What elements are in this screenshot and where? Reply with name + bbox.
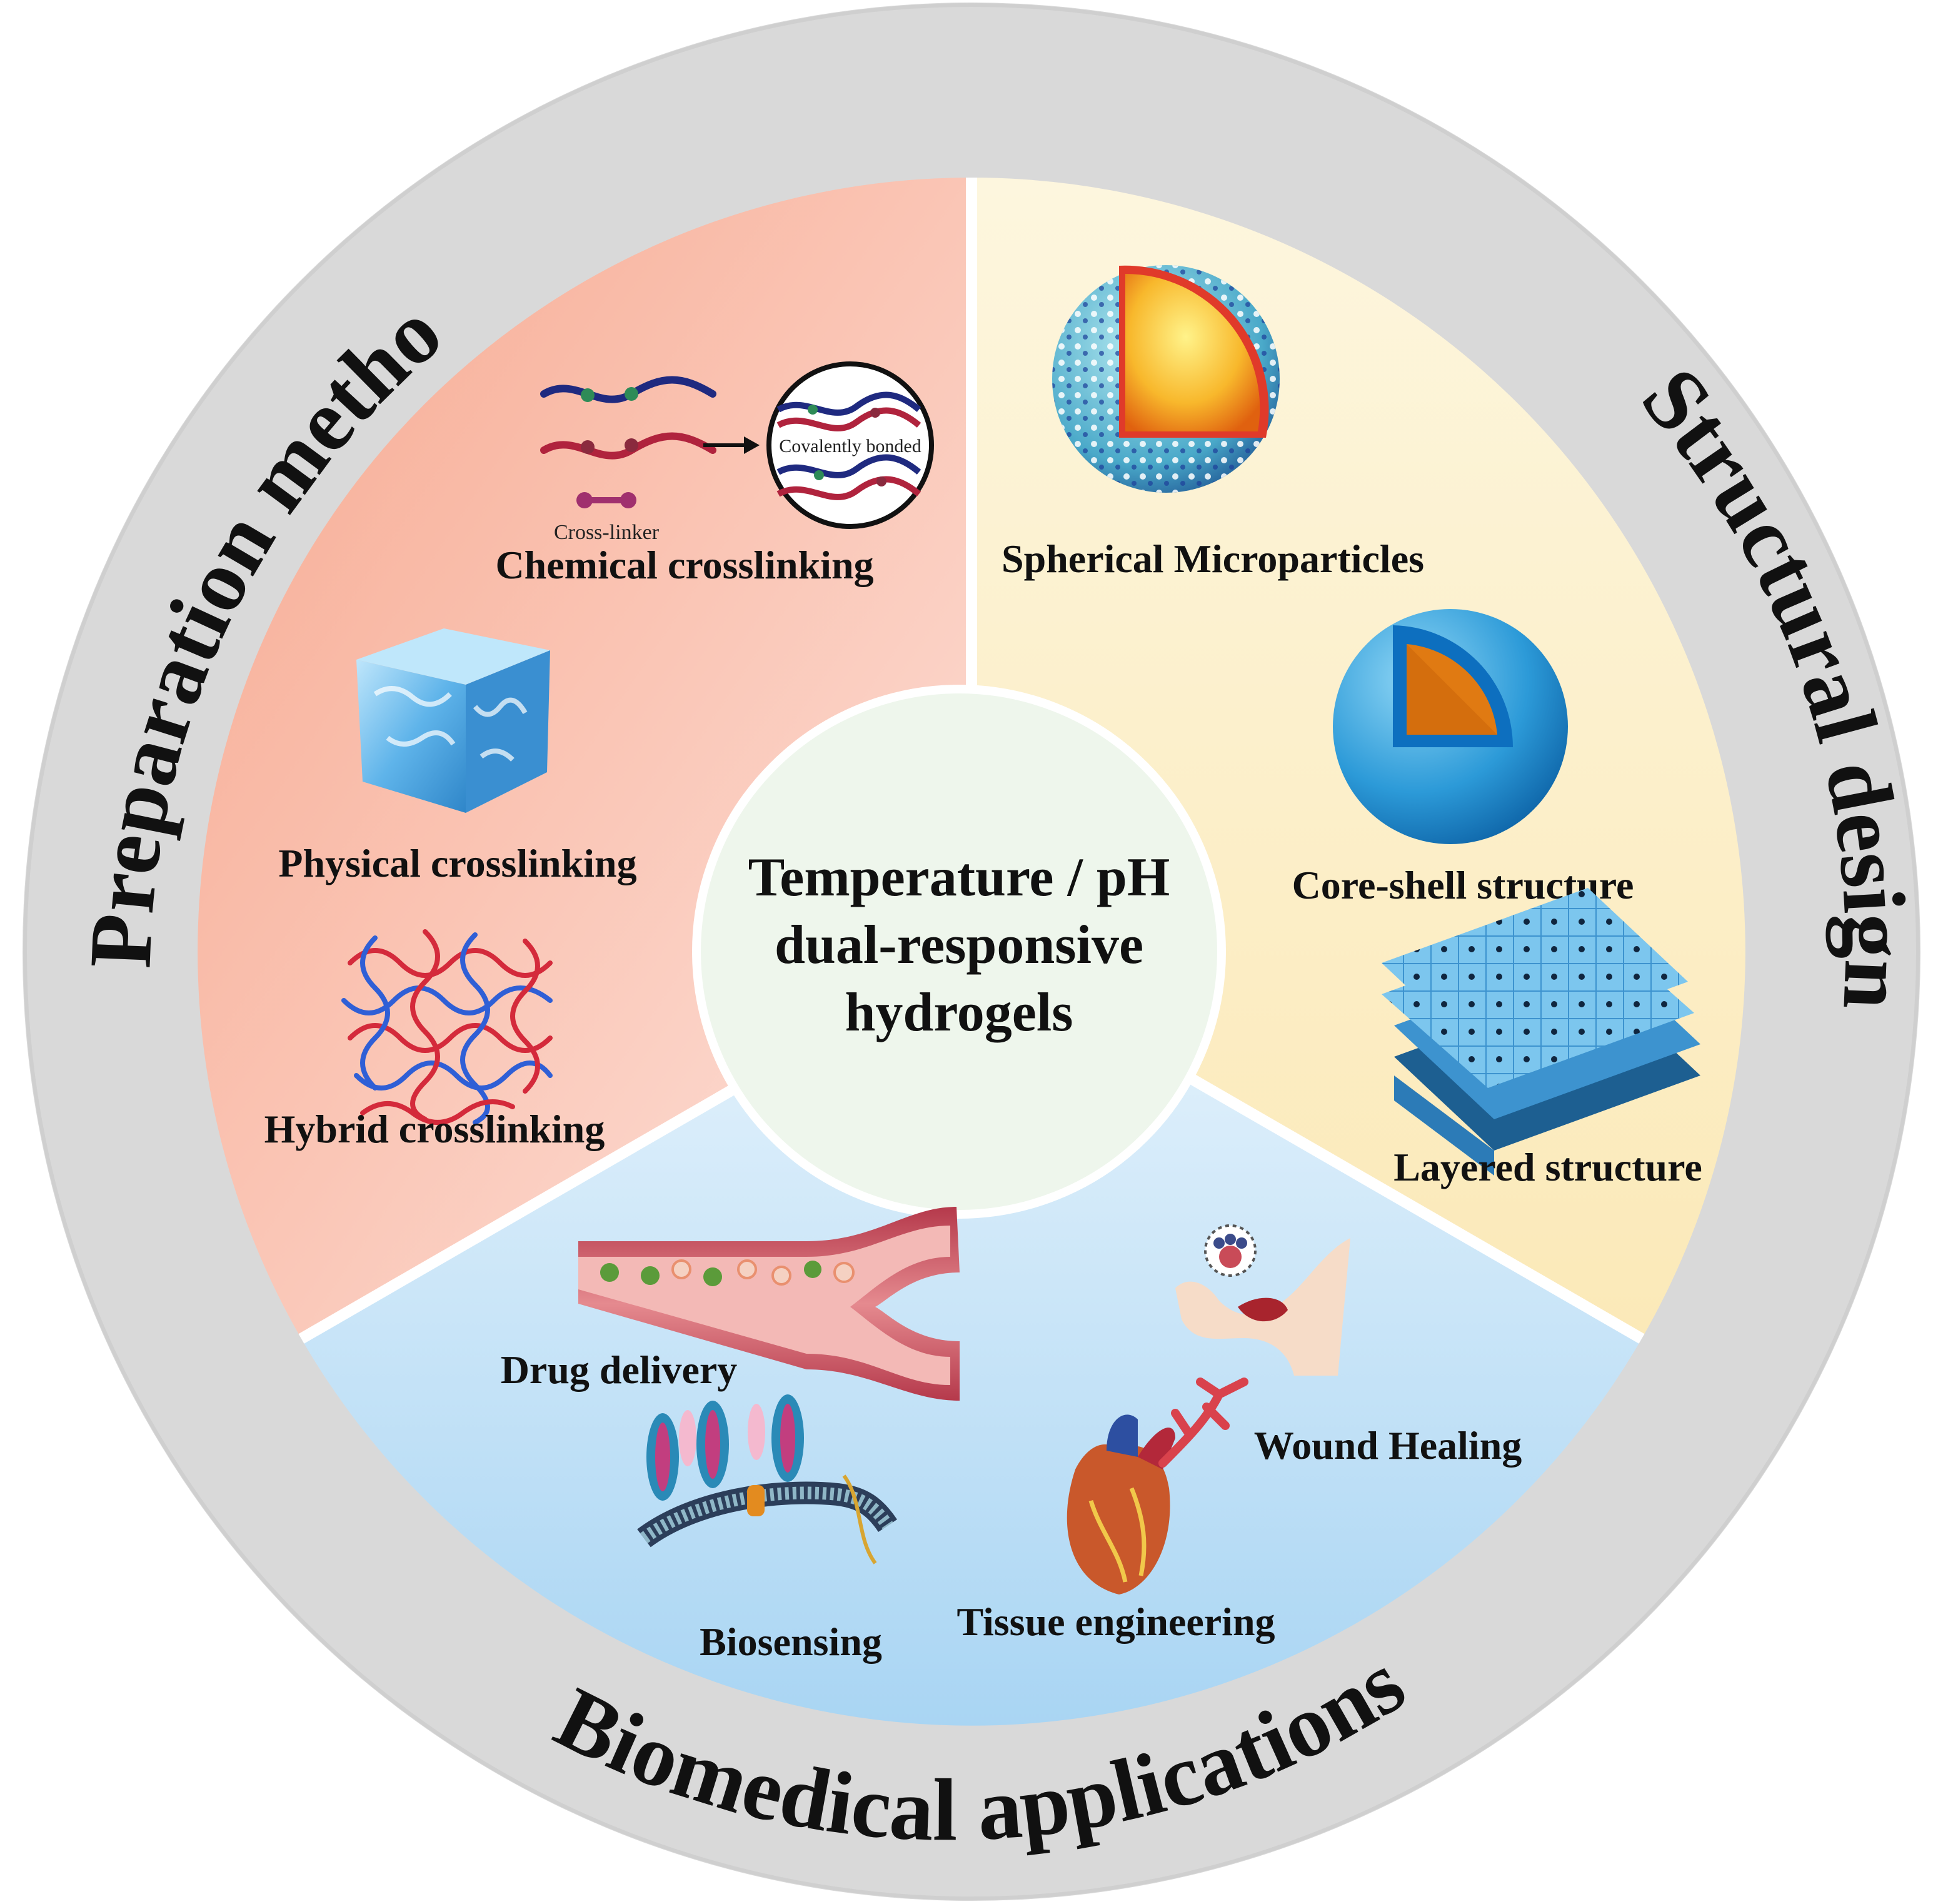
physical-crosslinking-cube — [356, 628, 550, 813]
physical-crosslinking-label: Physical crosslinking — [278, 841, 636, 885]
ring-outer-edge — [23, 3, 1920, 1900]
chemical-crosslinking-illustration: Cross-linker Covalently bonded — [540, 361, 934, 544]
wound-healing-label: Wound Healing — [1254, 1423, 1522, 1468]
center-circle — [692, 685, 1226, 1219]
covalently-bonded-label: Covalently bonded — [779, 436, 921, 456]
cross-linker-label: Cross-linker — [554, 521, 660, 544]
chemical-crosslinking-label: Chemical crosslinking — [495, 543, 873, 587]
center-title-line1: Temperature / pH — [748, 847, 1170, 908]
biosensing-label: Biosensing — [700, 1619, 882, 1664]
tissue-engineering-label: Tissue engineering — [956, 1599, 1275, 1644]
center-title-line3: hydrogels — [845, 982, 1073, 1043]
spherical-microparticles-label: Spherical Microparticles — [1002, 536, 1424, 581]
spherical-microparticle — [1052, 265, 1280, 493]
core-shell-sphere — [1333, 609, 1568, 844]
center-title-line2: dual-responsive — [775, 915, 1143, 975]
hybrid-crosslinking-network — [341, 929, 553, 1125]
hybrid-crosslinking-label: Hybrid crosslinking — [264, 1107, 605, 1151]
blood-vessel-illustration — [578, 1207, 960, 1401]
heart-illustration — [1067, 1378, 1248, 1594]
layered-structure-label: Layered structure — [1393, 1145, 1702, 1189]
layered-structure — [1382, 888, 1700, 1176]
biomedical-sector — [301, 952, 1642, 1726]
biosensing-illustration — [637, 1394, 897, 1564]
drug-delivery-label: Drug delivery — [501, 1347, 738, 1392]
wound-healing-illustration — [1175, 1224, 1350, 1376]
